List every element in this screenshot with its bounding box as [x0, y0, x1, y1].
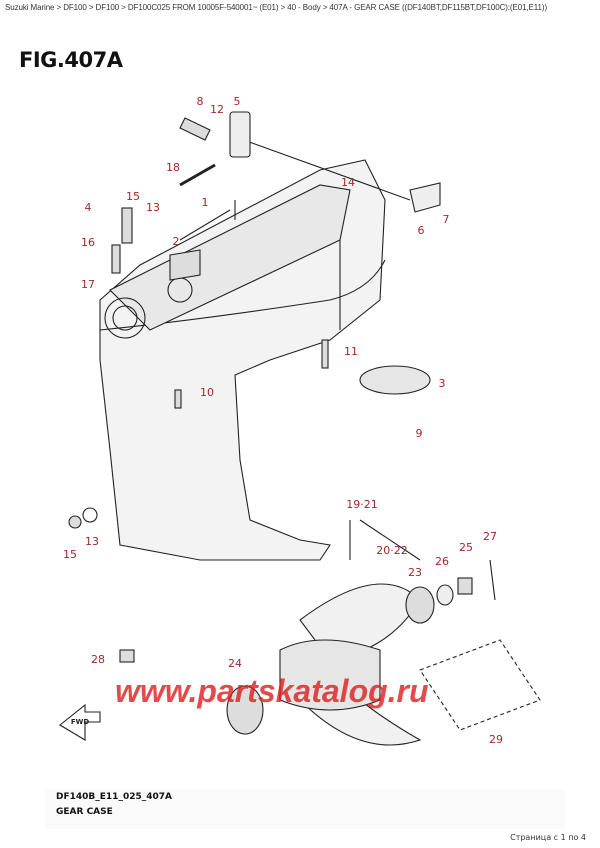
callout: 13 — [85, 535, 99, 548]
callout: 28 — [91, 653, 105, 666]
callout: 13 — [146, 201, 160, 214]
callout: 15 — [63, 548, 77, 561]
callout: 29 — [489, 733, 503, 746]
callout: 8 — [196, 95, 204, 108]
callout: 27 — [483, 530, 497, 543]
callout: 6 — [417, 224, 425, 237]
diagram-code: DF140B_E11_025_407A — [56, 792, 172, 802]
diagram-title: GEAR CASE — [56, 807, 113, 817]
footer-panel — [45, 789, 565, 829]
callout: 3 — [438, 377, 446, 390]
callout: 24 — [228, 657, 242, 670]
breadcrumb: Suzuki Marine > DF100 > DF100 > DF100C02… — [5, 3, 548, 12]
callout: 2 — [172, 235, 180, 248]
callout: 26 — [435, 555, 449, 568]
callout: 11 — [344, 345, 358, 358]
callout: 12 — [210, 103, 224, 116]
callout: 4 — [84, 201, 92, 214]
callout: 23 — [408, 566, 422, 579]
callout: 15 — [126, 190, 140, 203]
callout: 19·21 — [346, 498, 378, 511]
callout: 18 — [166, 161, 180, 174]
callout: 25 — [459, 541, 473, 554]
page-indicator: Страница с 1 по 4 — [510, 833, 586, 842]
callout: 16 — [81, 236, 95, 249]
callout: 17 — [81, 278, 95, 291]
callout: 14 — [341, 176, 355, 189]
watermark: www.partskatalog.ru — [115, 673, 429, 709]
fwd-arrow — [59, 703, 101, 741]
fwd-label: FWD — [70, 718, 90, 726]
callout: 7 — [442, 213, 450, 226]
callout: 5 — [233, 95, 241, 108]
callout: 20·22 — [376, 544, 408, 557]
callout: 9 — [415, 427, 423, 440]
callout: 1 — [201, 196, 209, 209]
figure-number: FIG.407A — [19, 48, 123, 72]
callout: 10 — [200, 386, 214, 399]
